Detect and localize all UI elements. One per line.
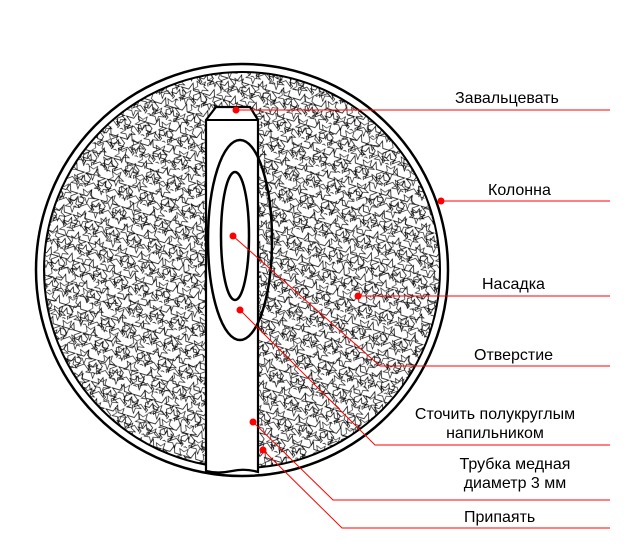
label-file: Сточить полукруглым напильником — [414, 406, 576, 442]
label-solder: Припаять — [464, 509, 536, 526]
column-outer-wall — [34, 62, 450, 478]
leader-lines — [232, 109, 610, 529]
label-roll: Завальцевать — [455, 90, 559, 107]
label-packing: Насадка — [482, 276, 545, 293]
copper-tube — [204, 105, 260, 474]
label-column: Колонна — [488, 182, 551, 199]
tube-filed-cut — [206, 138, 274, 342]
leader-dots — [229, 106, 445, 454]
label-hole: Отверстие — [474, 347, 554, 364]
label-tube: Трубка медная диаметр 3 мм — [459, 456, 571, 492]
tube-hole — [219, 170, 251, 302]
